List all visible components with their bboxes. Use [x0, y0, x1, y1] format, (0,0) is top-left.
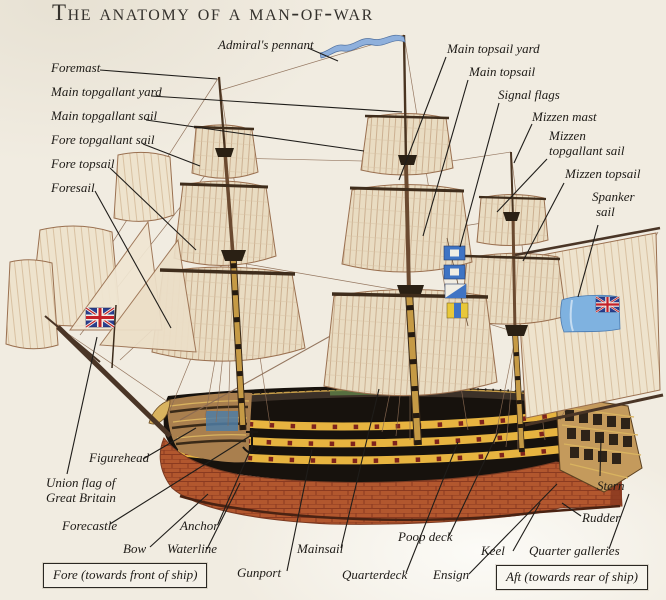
label-quarter-galleries: Quarter galleries — [529, 543, 620, 558]
label-keel: Keel — [481, 543, 505, 558]
label-main-topsail-yard: Main topsail yard — [447, 41, 540, 56]
flags — [85, 34, 621, 333]
fore-direction-box: Fore (towards front of ship) — [43, 563, 208, 588]
main-topgallant-sail — [360, 113, 454, 176]
mizzen-mast-shape — [464, 151, 664, 453]
label-figurehead: Figurehead — [89, 450, 150, 465]
keel-line — [179, 494, 621, 522]
signal-flags-shape — [443, 237, 469, 327]
label-fore-topgallant-sail: Fore topgallant sail — [51, 132, 155, 147]
label-main-topgallant-sail: Main topgallant sail — [51, 108, 158, 123]
studding-sail-outer — [5, 259, 59, 350]
label-quarterdeck: Quarterdeck — [342, 567, 408, 582]
leader-lines — [66, 47, 630, 575]
label-union-flag: Union flag of Great Britain — [46, 475, 116, 505]
jackstaff — [111, 304, 117, 369]
label-stern: Stern — [597, 478, 625, 493]
bowsprit — [56, 325, 172, 438]
label-main-topsail: Main topsail — [469, 64, 536, 79]
label-spanker-sail: Spanker sail — [592, 189, 635, 219]
bow-cutaway — [167, 392, 252, 463]
label-mizzen-topsail: Mizzen topsail — [565, 166, 641, 181]
spanker-gaff — [514, 226, 661, 257]
label-signal-flags: Signal flags — [498, 87, 560, 102]
label-mizzen-mast: Mizzen mast — [532, 109, 597, 124]
label-mainsail: Mainsail — [297, 541, 344, 556]
admirals-pennant-flag — [319, 34, 406, 59]
deck-figures — [214, 387, 551, 398]
label-mizzen-topgallant-sail: Mizzen topgallant sail — [549, 128, 625, 158]
studding-sail-upper — [113, 151, 175, 222]
label-ensign: Ensign — [433, 567, 470, 582]
label-foresail: Foresail — [51, 180, 95, 195]
label-bow: Bow — [123, 541, 147, 556]
page-title: The anatomy of a man-of-war — [52, 0, 374, 25]
fore-mast — [159, 76, 296, 431]
label-gunport: Gunport — [237, 565, 282, 580]
ensign-flag — [560, 294, 621, 333]
label-poop-deck: Poop deck — [398, 529, 453, 544]
label-main-topgallant-yard: Main topgallant yard — [51, 84, 162, 99]
anchor-shape — [242, 428, 262, 454]
label-rudder: Rudder — [582, 510, 621, 525]
spanker-boom — [524, 393, 664, 427]
aft-direction-box: Aft (towards rear of ship) — [496, 565, 648, 590]
main-mast — [331, 34, 489, 446]
label-anchor: Anchor — [180, 518, 219, 533]
label-foremast: Foremast — [51, 60, 101, 75]
label-forecastle: Forecastle — [62, 518, 118, 533]
fore-staysail — [99, 238, 197, 353]
union-jack-flag — [85, 306, 115, 329]
label-admirals-pennant: Admiral's pennant — [218, 37, 314, 52]
label-waterline: Waterline — [167, 541, 218, 556]
masts-and-spars — [44, 34, 664, 453]
fore-topsail — [173, 180, 277, 267]
label-fore-topsail: Fore topsail — [51, 156, 115, 171]
